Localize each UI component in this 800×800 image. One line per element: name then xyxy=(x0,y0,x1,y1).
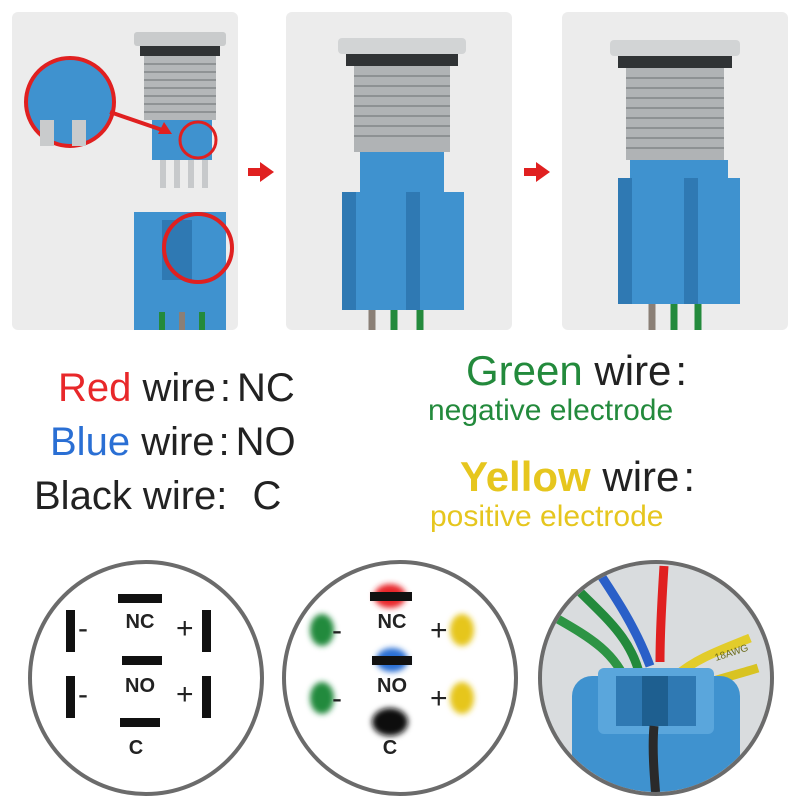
legend-yellow-sep: : xyxy=(683,453,696,500)
plus-sign: + xyxy=(430,614,448,647)
legend-black-wire: Black wire: C xyxy=(34,476,281,516)
pinout-diagram-plain: NC NO C - - + + xyxy=(28,560,264,796)
minus-sign: - xyxy=(78,678,88,711)
photo-disassembled xyxy=(12,12,238,330)
legend-black-label: Black wire: xyxy=(34,474,228,518)
pin-label-nc: NC xyxy=(378,611,407,633)
legend-yellow-color-word: Yellow xyxy=(460,453,591,500)
legend-green-wire: Green wire: xyxy=(466,350,687,392)
legend-green-word: wire xyxy=(594,347,672,394)
arrow-right-icon xyxy=(248,162,274,182)
photo-connector-wiring: 18AWG xyxy=(538,560,774,796)
legend-red-color-word: Red xyxy=(58,366,132,410)
legend-green-description: negative electrode xyxy=(428,394,674,427)
legend-yellow-description: positive electrode xyxy=(430,500,664,533)
plus-sign: + xyxy=(430,682,448,715)
legend-red-sep: : xyxy=(219,366,231,410)
legend-blue-color-word: Blue xyxy=(50,420,131,464)
pinout-diagram-colored: NC NO C - - + + xyxy=(282,560,518,796)
legend-yellow-wire: Yellow wire: xyxy=(460,456,695,498)
photo-partial-assembly xyxy=(286,12,512,330)
legend-green-color-word: Green xyxy=(466,347,583,394)
pin-label-c: C xyxy=(383,737,397,759)
legend-blue-sep: : xyxy=(218,420,230,464)
minus-sign: - xyxy=(78,612,88,645)
pin-label-c: C xyxy=(129,737,143,759)
legend-green-sep: : xyxy=(675,347,688,394)
legend-blue-value: NO xyxy=(235,420,296,464)
arrow-right-icon xyxy=(524,162,550,182)
legend-red-value: NC xyxy=(236,366,295,410)
legend-blue-word: wire xyxy=(141,420,215,464)
plus-sign: + xyxy=(176,678,194,711)
legend-blue-wire: Blue wire:NO xyxy=(50,422,296,462)
minus-sign: - xyxy=(332,614,342,647)
pin-label-no: NO xyxy=(125,675,155,697)
legend-red-wire: Red wire:NC xyxy=(58,368,295,408)
legend-yellow-word: wire xyxy=(602,453,680,500)
photo-assembled xyxy=(562,12,788,330)
minus-sign: - xyxy=(332,682,342,715)
pin-label-no: NO xyxy=(377,675,407,697)
legend-black-value: C xyxy=(252,474,282,518)
plus-sign: + xyxy=(176,612,194,645)
legend-red-word: wire xyxy=(142,366,216,410)
pin-label-nc: NC xyxy=(126,611,155,633)
